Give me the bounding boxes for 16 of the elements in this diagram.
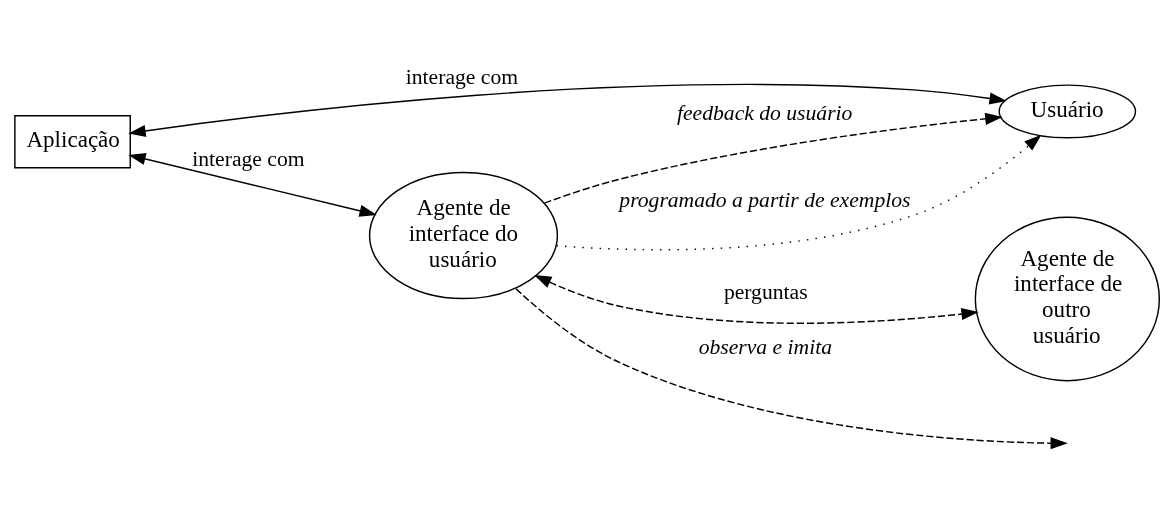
edge-label: interage com — [405, 64, 519, 89]
arrow — [128, 83, 1007, 137]
node-ellipse: Usuário — [998, 83, 1137, 139]
edge-label: perguntas — [723, 279, 808, 304]
arrow — [515, 287, 1068, 449]
arrow — [555, 134, 1042, 250]
node-ellipse: Agente de interface do usuário — [368, 171, 559, 299]
arrow — [534, 274, 979, 324]
node-box: Aplicação — [14, 114, 131, 168]
edge-label: interage com — [192, 146, 305, 171]
arrow — [543, 112, 1003, 204]
node-ellipse: Agente de interface de outro usuário — [974, 216, 1161, 381]
arrow — [128, 152, 377, 217]
edge-label: observa e imita — [698, 334, 832, 359]
edge-label: programado a partir de exemplos — [619, 187, 911, 212]
edge-label: feedback do usuário — [677, 100, 853, 125]
